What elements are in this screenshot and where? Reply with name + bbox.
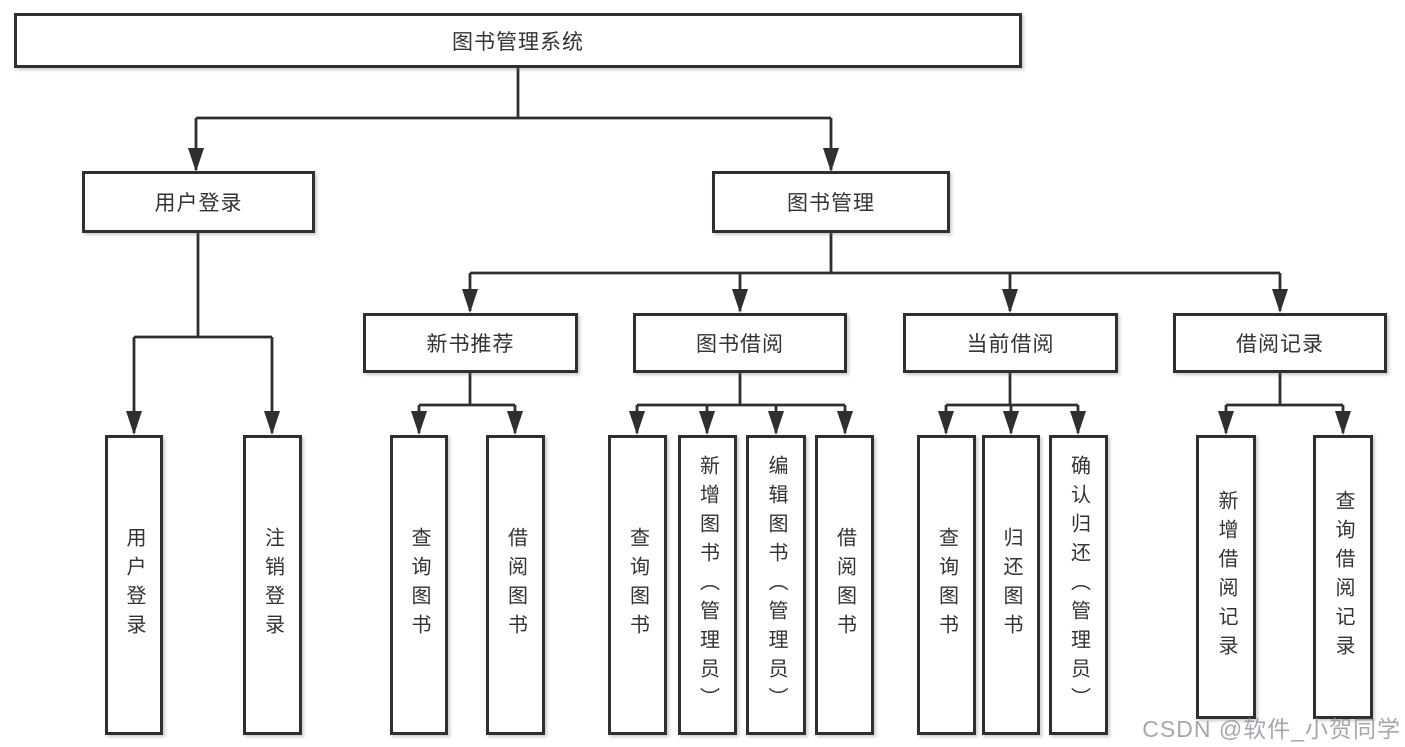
leaf-add-book-admin-label: 新增图书（管理员）	[696, 454, 719, 716]
leaf-query-books-recommend: 查询图书	[390, 435, 448, 735]
leaf-query-borrow-record-label: 查询借阅记录	[1332, 490, 1354, 664]
node-book-management: 图书管理	[712, 171, 950, 233]
leaf-query-books-borrow: 查询图书	[608, 435, 667, 735]
leaf-borrow-books: 借阅图书	[815, 435, 874, 735]
leaf-user-login: 用户登录	[105, 435, 163, 735]
node-borrow-records: 借阅记录	[1173, 313, 1387, 373]
leaf-return-book: 归还图书	[982, 435, 1040, 735]
leaf-user-login-label: 用户登录	[123, 527, 145, 643]
node-user-login-label: 用户登录	[154, 192, 243, 215]
leaf-query-books-current-label: 查询图书	[935, 527, 958, 643]
leaf-query-books-current: 查询图书	[917, 435, 976, 735]
leaf-return-book-label: 归还图书	[1000, 527, 1022, 643]
leaf-confirm-return-admin: 确认归还（管理员）	[1049, 435, 1108, 735]
leaf-logout-label: 注销登录	[261, 527, 284, 643]
csdn-watermark: CSDN @软件_小贺同学	[1142, 716, 1401, 742]
leaf-edit-book-admin-label: 编辑图书（管理员）	[765, 454, 787, 716]
leaf-add-borrow-record-label: 新增借阅记录	[1215, 490, 1237, 664]
node-current-borrow: 当前借阅	[903, 313, 1118, 373]
leaf-query-books-borrow-label: 查询图书	[626, 527, 649, 643]
node-root: 图书管理系统	[14, 13, 1022, 68]
node-new-book-recommend-label: 新书推荐	[426, 333, 515, 356]
node-user-login: 用户登录	[82, 171, 315, 233]
leaf-confirm-return-admin-label: 确认归还（管理员）	[1067, 454, 1090, 716]
leaf-add-book-admin: 新增图书（管理员）	[678, 435, 737, 735]
leaf-borrow-books-recommend-label: 借阅图书	[504, 527, 527, 643]
node-book-management-label: 图书管理	[787, 192, 875, 215]
node-borrow-records-label: 借阅记录	[1236, 333, 1324, 356]
node-book-borrow: 图书借阅	[633, 313, 847, 373]
node-current-borrow-label: 当前借阅	[966, 333, 1055, 356]
leaf-query-borrow-record: 查询借阅记录	[1313, 435, 1373, 719]
leaf-query-books-recommend-label: 查询图书	[408, 527, 430, 643]
node-new-book-recommend: 新书推荐	[363, 313, 578, 373]
node-root-label: 图书管理系统	[452, 30, 584, 54]
node-book-borrow-label: 图书借阅	[696, 333, 784, 356]
leaf-add-borrow-record: 新增借阅记录	[1196, 435, 1256, 719]
leaf-borrow-books-label: 借阅图书	[833, 527, 856, 643]
leaf-edit-book-admin: 编辑图书（管理员）	[746, 435, 806, 735]
leaf-logout: 注销登录	[243, 435, 302, 735]
leaf-borrow-books-recommend: 借阅图书	[486, 435, 545, 735]
